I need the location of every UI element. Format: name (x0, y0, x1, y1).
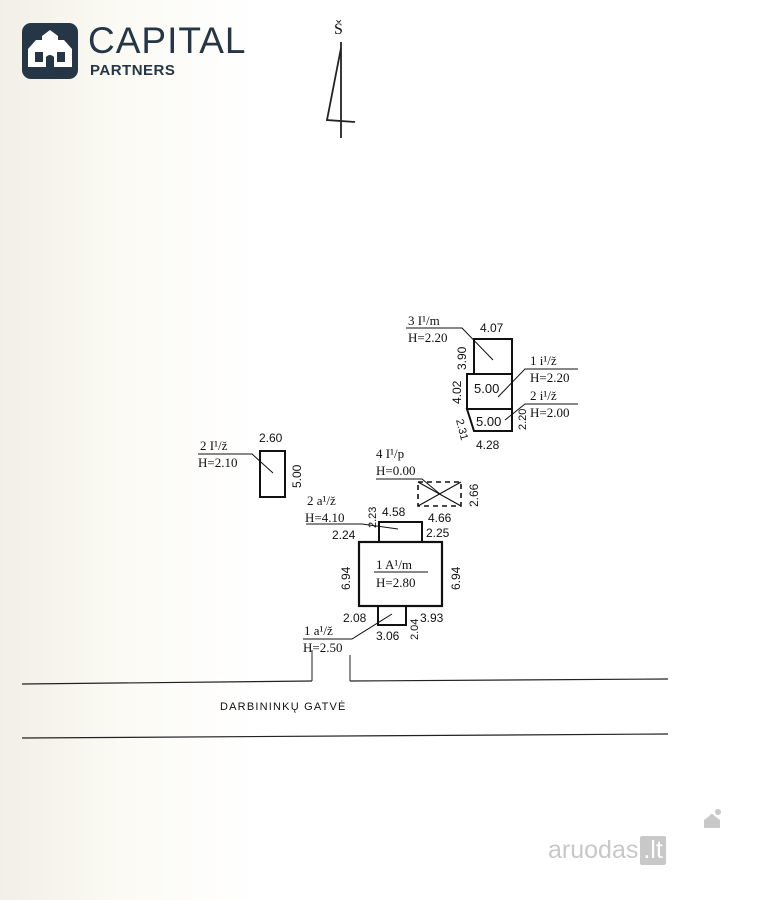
shed-middle-side: 4.02 (450, 380, 464, 404)
watermark-text: aruodas (548, 836, 639, 864)
shed-middle-label: 1 i¹/ž (530, 353, 557, 368)
front-porch-right: 2.25 (426, 526, 450, 540)
building-front-porch: 2 a¹/ž H=4.10 4.58 2.24 2.25 2.23 (305, 493, 450, 543)
main-dim-left: 6.94 (339, 566, 353, 590)
shed-middle-inner: 5.00 (474, 381, 499, 396)
shed-middle-height: H=2.20 (530, 370, 569, 385)
rear-porch-bottom: 3.06 (376, 629, 400, 643)
shed-south-side-right: 2.20 (517, 409, 529, 430)
rear-porch-side: 2.04 (409, 619, 421, 640)
street: DARBININKŲ GATVĖ (21, 650, 669, 739)
front-porch-height: H=4.10 (305, 510, 344, 525)
main-height: H=2.80 (376, 575, 415, 590)
building-ruin: 4 I¹/p H=0.00 4.66 2.66 (376, 446, 481, 525)
main-dim-right: 6.94 (449, 566, 463, 590)
garage-west-height: H=2.10 (198, 455, 237, 470)
shed-south-inner: 5.00 (476, 414, 501, 429)
shed-south-label: 2 i¹/ž (530, 388, 557, 403)
shed-south-bottom: 4.28 (476, 438, 500, 452)
shed-south-side-left: 2.31 (453, 418, 470, 442)
main-label: 1 A¹/m (376, 557, 412, 572)
ruin-bottom: 4.66 (428, 511, 452, 525)
watermark-tld: .lt (640, 836, 666, 865)
building-rear-porch: 1 a¹/ž H=2.50 2.08 3.06 3.93 2.04 (303, 605, 444, 655)
ruin-label: 4 I¹/p (376, 446, 404, 461)
street-name: DARBININKŲ GATVĖ (220, 700, 347, 713)
watermark: aruodas.lt (548, 836, 666, 865)
shed-south-height: H=2.00 (530, 405, 569, 420)
building-shed-north: 3 I¹/m H=2.20 4.07 3.90 (406, 313, 513, 375)
north-arrow: Š (325, 19, 356, 138)
rear-porch-right: 3.93 (420, 611, 444, 625)
front-porch-side: 2.23 (367, 507, 379, 528)
house-icon (22, 22, 78, 79)
shed-north-top: 4.07 (480, 321, 504, 335)
rear-porch-height: H=2.50 (303, 640, 342, 655)
ruin-side: 2.66 (467, 483, 481, 507)
building-garage-west: 2 I¹/ž H=2.10 2.60 5.00 (198, 431, 304, 498)
brand-name: CAPITAL (88, 20, 247, 61)
brand-subtitle: PARTNERS (90, 62, 176, 79)
building-shed-middle: 1 i¹/ž H=2.20 5.00 4.02 (450, 353, 578, 410)
rear-porch-label: 1 a¹/ž (304, 623, 333, 638)
front-porch-top: 4.58 (382, 505, 406, 519)
shed-north-height: H=2.20 (408, 330, 447, 345)
garage-west-top: 2.60 (259, 431, 283, 445)
front-porch-label: 2 a¹/ž (307, 493, 336, 508)
watermark-house-icon (704, 809, 721, 828)
building-shed-south: 2 i¹/ž H=2.00 5.00 2.31 2.20 4.28 (453, 388, 578, 452)
shed-north-label: 3 I¹/m (408, 313, 440, 328)
brand-logo: CAPITAL PARTNERS (22, 22, 246, 79)
ruin-height: H=0.00 (376, 463, 415, 478)
north-label: Š (334, 19, 343, 38)
building-main: 1 A¹/m H=2.80 6.94 6.94 (339, 540, 463, 608)
garage-west-label: 2 I¹/ž (200, 438, 228, 453)
garage-west-side: 5.00 (290, 464, 304, 488)
front-porch-left: 2.24 (332, 528, 356, 542)
shed-north-side: 3.90 (455, 346, 469, 370)
rear-porch-left: 2.08 (343, 611, 367, 625)
